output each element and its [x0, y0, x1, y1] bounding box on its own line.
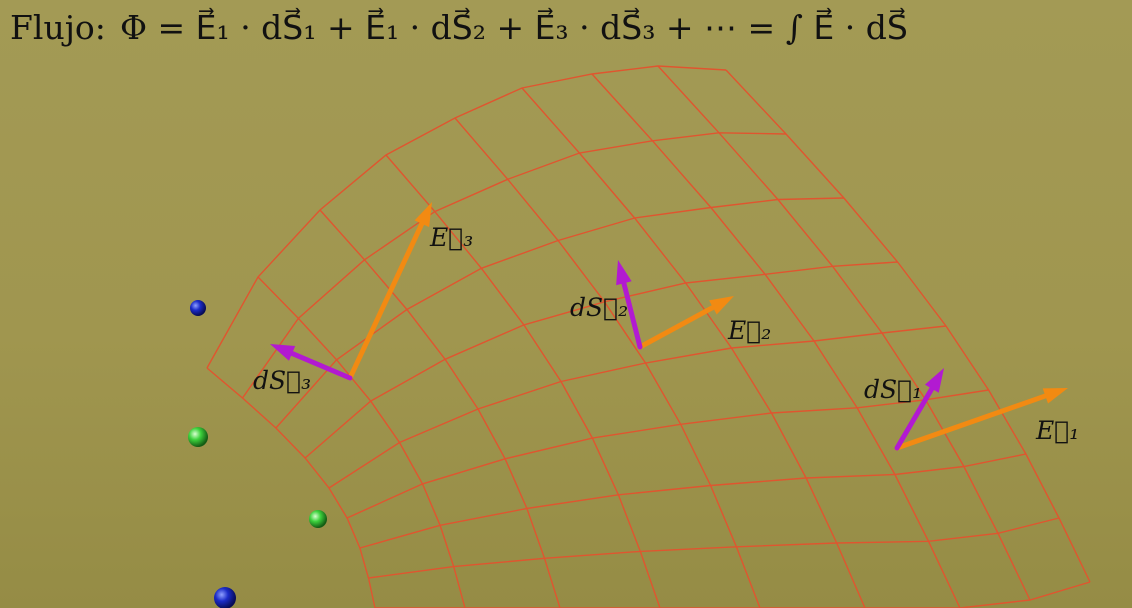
arrow-E2 — [637, 296, 734, 350]
label-E2: E⃗₂ — [728, 316, 772, 345]
formula-label: Flujo: — [10, 8, 106, 47]
mesh-line — [454, 117, 761, 608]
arrow-dS2-head — [616, 260, 632, 286]
mesh-line — [368, 517, 1060, 579]
arrow-E1-shaft — [894, 393, 1048, 451]
mesh-line — [375, 581, 1091, 608]
vector-arrows — [270, 202, 1068, 451]
mesh-line — [346, 389, 989, 519]
mesh-line — [328, 325, 947, 489]
arrow-dS3-shaft — [289, 350, 353, 381]
label-dS1: dS⃗₁ — [864, 375, 923, 404]
arrow-E1 — [894, 388, 1068, 451]
arrow-dS1 — [894, 368, 944, 451]
arrow-dS1-shaft — [894, 386, 935, 451]
mesh-line — [241, 132, 787, 399]
charge-blue — [214, 587, 236, 608]
mesh-line — [206, 367, 376, 608]
label-E1: E⃗₁ — [1036, 416, 1080, 445]
mesh-line — [725, 69, 1091, 583]
mesh-line — [359, 453, 1027, 549]
formula-expression: Φ = E⃗₁ · dS⃗₁ + E⃗₁ · dS⃗₂ + E⃗₃ · dS⃗₃… — [119, 8, 908, 47]
point-charges — [188, 300, 327, 608]
arrow-dS2-shaft — [621, 280, 643, 350]
arrow-dS3-head — [270, 344, 296, 361]
mesh-line — [657, 65, 1031, 601]
surface-mesh — [206, 65, 1091, 608]
label-E3: E⃗₃ — [430, 223, 474, 252]
arrow-dS3 — [270, 344, 353, 381]
label-dS3: dS⃗₃ — [253, 366, 312, 395]
label-dS2: dS⃗₂ — [570, 293, 629, 322]
mesh-line — [206, 65, 727, 369]
charge-green — [188, 427, 208, 447]
arrow-E3 — [347, 202, 432, 381]
arrow-dS1-head — [924, 368, 944, 393]
arrow-E1-head — [1042, 388, 1068, 404]
mesh-line — [319, 209, 561, 608]
mesh-line — [521, 87, 866, 608]
arrow-E3-head — [414, 202, 432, 228]
charge-blue — [190, 300, 206, 316]
arrow-E2-shaft — [637, 304, 716, 350]
arrow-dS2 — [616, 260, 643, 350]
arrow-E2-head — [709, 296, 734, 315]
charge-green — [309, 510, 327, 528]
mesh-line — [304, 261, 898, 459]
arrow-E3-shaft — [347, 221, 425, 381]
flux-formula: Flujo: Φ = E⃗₁ · dS⃗₁ + E⃗₁ · dS⃗₂ + E⃗₃ … — [10, 8, 908, 47]
mesh-line — [275, 197, 844, 429]
